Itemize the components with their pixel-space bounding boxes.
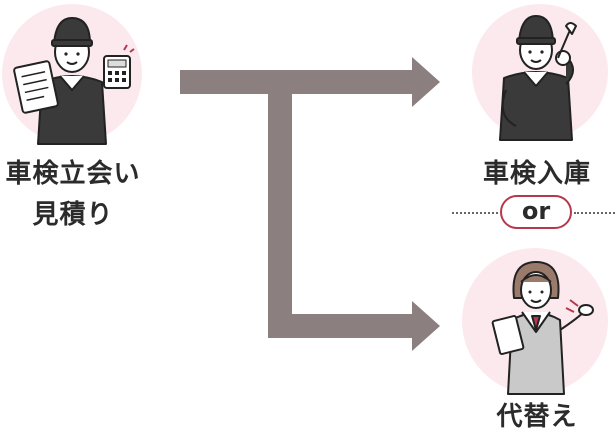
estimate-label-line1: 車検立会い (5, 159, 141, 189)
wrench-icon (557, 22, 577, 59)
estimate-label-line2: 見積り (32, 200, 114, 230)
clipboard-icon (13, 60, 59, 114)
or-dotted-line-left (452, 212, 498, 214)
or-dotted-line-right (574, 212, 615, 214)
arrow-top-head (412, 57, 440, 107)
replacement-label: 代替え (496, 402, 578, 432)
folder-icon (491, 315, 525, 355)
or-separator: or (452, 195, 615, 231)
arrow-bottom-shaft (268, 314, 412, 338)
or-pill: or (500, 195, 572, 229)
arrow-main-shaft (180, 70, 412, 94)
arrow-vertical-branch (268, 70, 292, 338)
arrow-bottom-head (412, 301, 440, 351)
service-entry-label: 車検入庫 (482, 159, 591, 189)
